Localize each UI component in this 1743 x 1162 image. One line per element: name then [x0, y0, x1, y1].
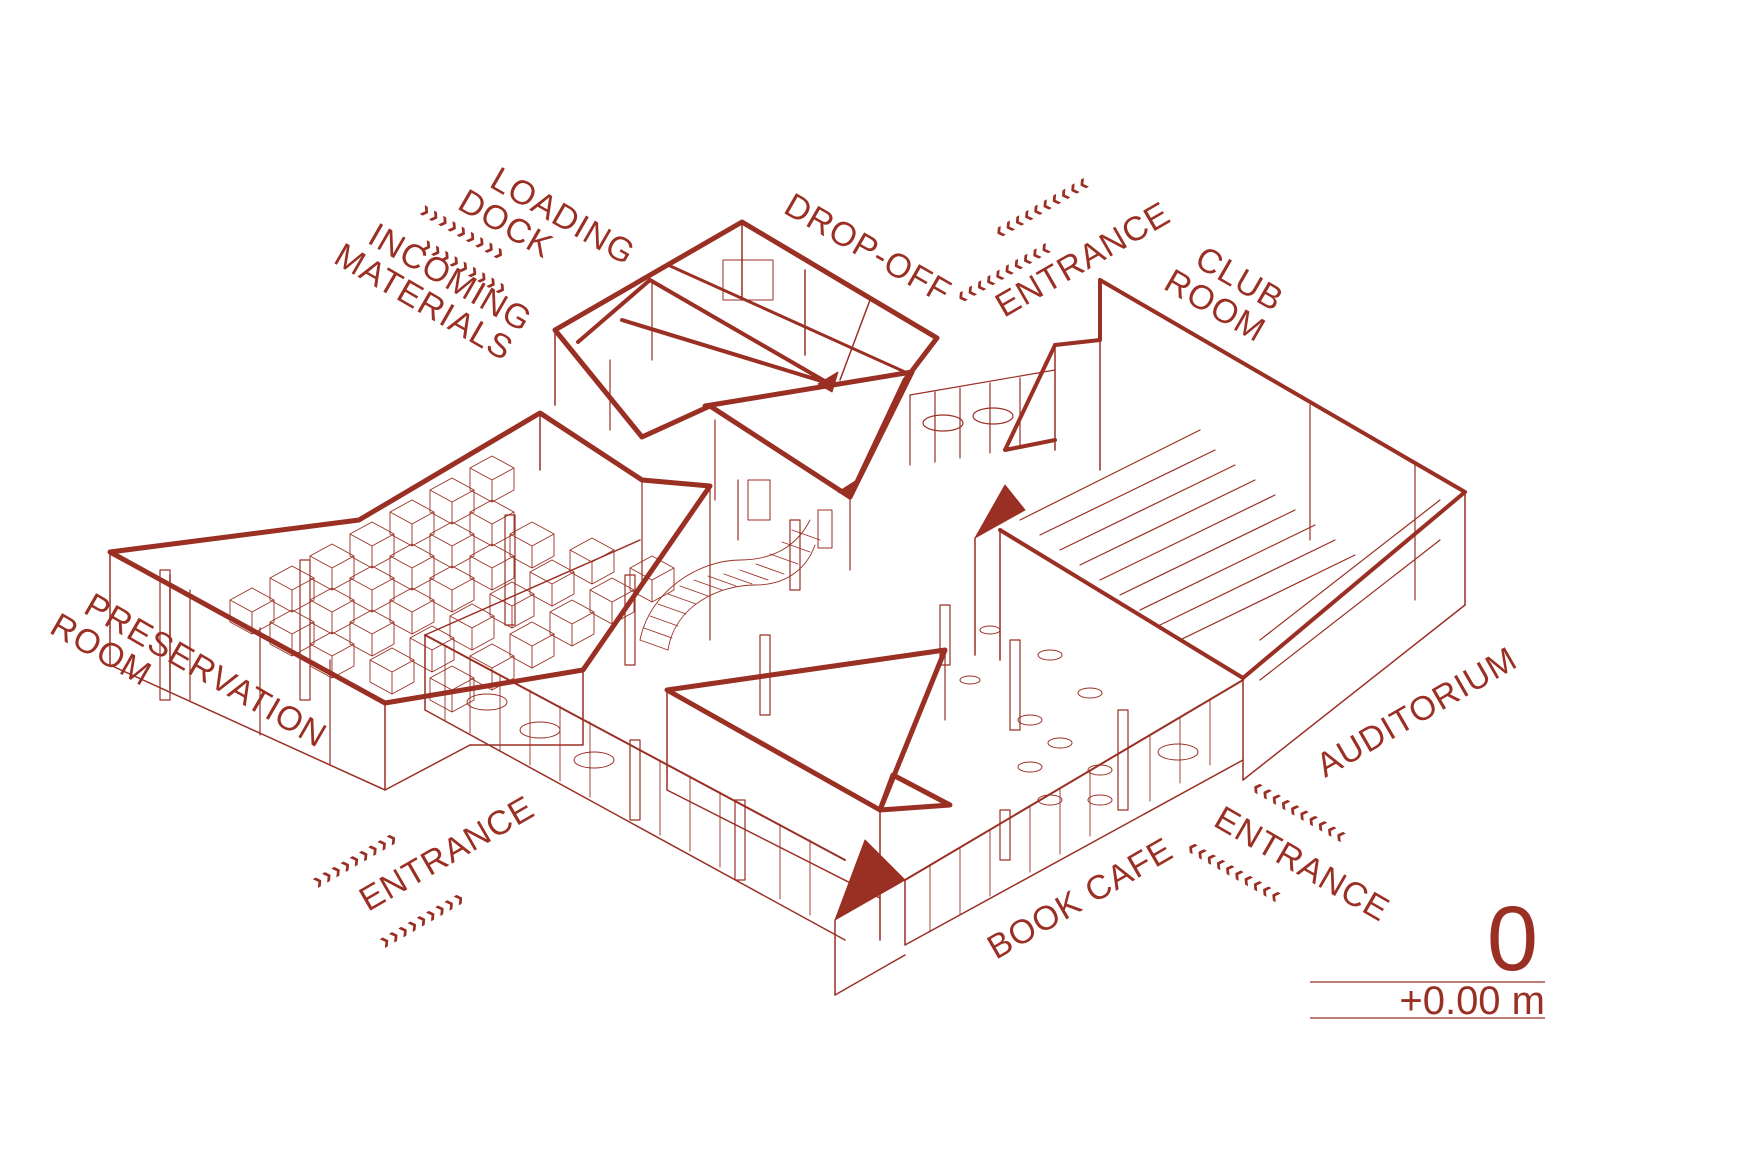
book-cafe-label: BOOK CAFE: [981, 830, 1180, 967]
level-elevation: +0.00 m: [1399, 979, 1545, 1023]
spiral-staircase: [639, 519, 821, 651]
auditorium-label: AUDITORIUM: [1310, 640, 1524, 785]
archive-shelving: [229, 455, 675, 713]
preservation-room-wing: [107, 410, 713, 791]
book-cafe-block: [424, 539, 1244, 996]
auditorium-block: [974, 278, 1467, 781]
loading-service-block: [552, 219, 940, 571]
level-number: 0: [1487, 888, 1538, 990]
north-glazed-corridor: [909, 369, 1056, 466]
